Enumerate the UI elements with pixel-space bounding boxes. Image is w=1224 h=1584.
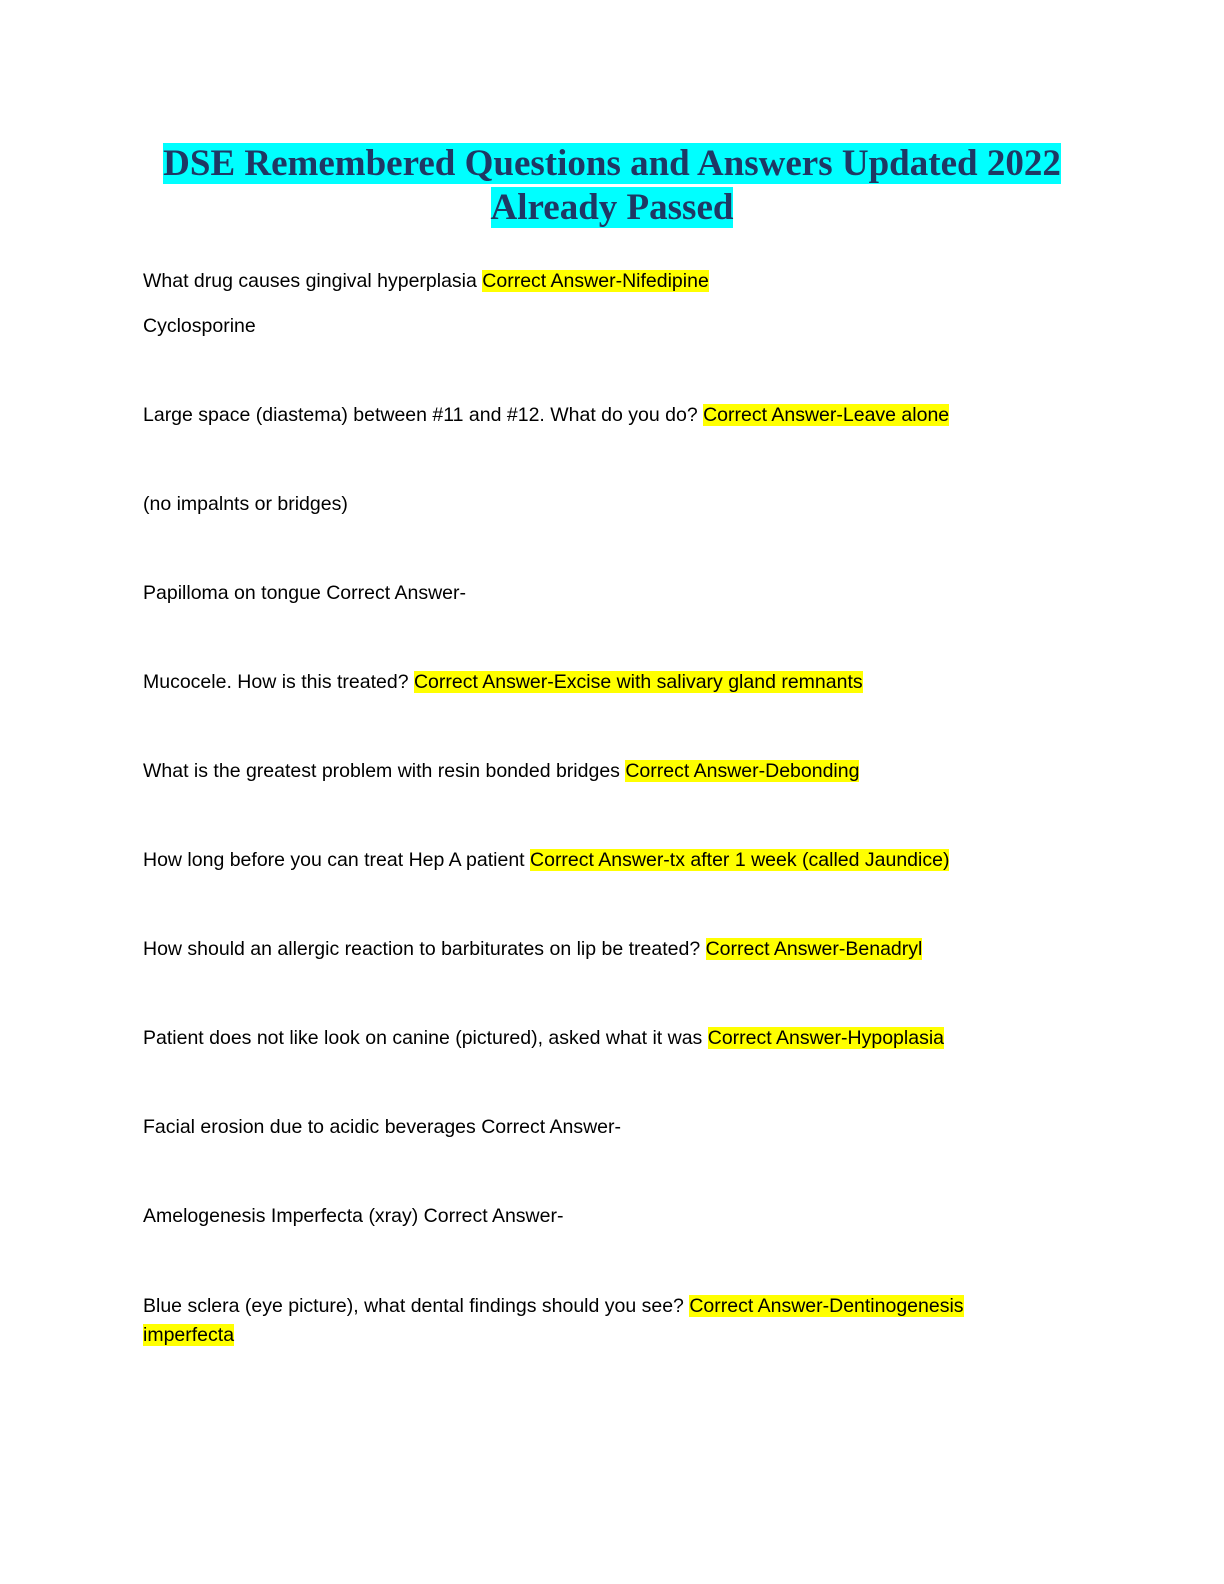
- question-text: Large space (diastema) between #11 and #…: [143, 404, 704, 426]
- qa-item: How should an allergic reaction to barbi…: [143, 935, 1043, 964]
- answer-text: Correct Answer-Benadryl: [705, 938, 923, 960]
- answer-text: Correct Answer-Debonding: [625, 760, 860, 782]
- question-text: (no impalnts or bridges): [143, 493, 348, 515]
- qa-item: Patient does not like look on canine (pi…: [143, 1024, 1043, 1053]
- question-text: How long before you can treat Hep A pati…: [143, 849, 531, 871]
- answer-text: Correct Answer-Excise with salivary glan…: [413, 671, 863, 693]
- question-text: What is the greatest problem with resin …: [143, 760, 626, 782]
- answer-text: Correct Answer-Leave alone: [703, 404, 950, 426]
- qa-item: (no impalnts or bridges): [143, 490, 1043, 519]
- question-text: Mucocele. How is this treated?: [143, 671, 414, 693]
- question-text: Blue sclera (eye picture), what dental f…: [143, 1295, 690, 1317]
- qa-item: Large space (diastema) between #11 and #…: [143, 401, 1043, 430]
- question-text: Amelogenesis Imperfecta (xray) Correct A…: [143, 1205, 564, 1227]
- qa-item: Amelogenesis Imperfecta (xray) Correct A…: [143, 1202, 1043, 1231]
- question-text: Cyclosporine: [143, 315, 256, 337]
- answer-text: Correct Answer-tx after 1 week (called J…: [530, 849, 950, 871]
- qa-item: Blue sclera (eye picture), what dental f…: [143, 1292, 1043, 1350]
- qa-item: What is the greatest problem with resin …: [143, 757, 1043, 786]
- answer-text-continued: imperfecta: [143, 1324, 235, 1346]
- question-text: What drug causes gingival hyperplasia: [143, 270, 483, 292]
- title-line-1: DSE Remembered Questions and Answers Upd…: [163, 143, 1061, 184]
- qa-item: How long before you can treat Hep A pati…: [143, 846, 1043, 875]
- qa-item: Papilloma on tongue Correct Answer-: [143, 579, 1043, 608]
- qa-item: What drug causes gingival hyperplasia Co…: [143, 267, 1043, 296]
- answer-text: Correct Answer-Nifedipine: [482, 270, 709, 292]
- answer-text: Correct Answer-Dentinogenesis: [689, 1295, 964, 1317]
- question-text: Patient does not like look on canine (pi…: [143, 1027, 708, 1049]
- qa-item: Mucocele. How is this treated? Correct A…: [143, 668, 1043, 697]
- answer-text: Correct Answer-Hypoplasia: [707, 1027, 944, 1049]
- document-title: DSE Remembered Questions and Answers Upd…: [0, 142, 1224, 230]
- question-text: How should an allergic reaction to barbi…: [143, 938, 706, 960]
- question-text: Papilloma on tongue Correct Answer-: [143, 582, 466, 604]
- qa-item: Cyclosporine: [143, 312, 1043, 341]
- title-line-2: Already Passed: [490, 187, 734, 228]
- question-text: Facial erosion due to acidic beverages C…: [143, 1116, 621, 1138]
- qa-item: Facial erosion due to acidic beverages C…: [143, 1113, 1043, 1142]
